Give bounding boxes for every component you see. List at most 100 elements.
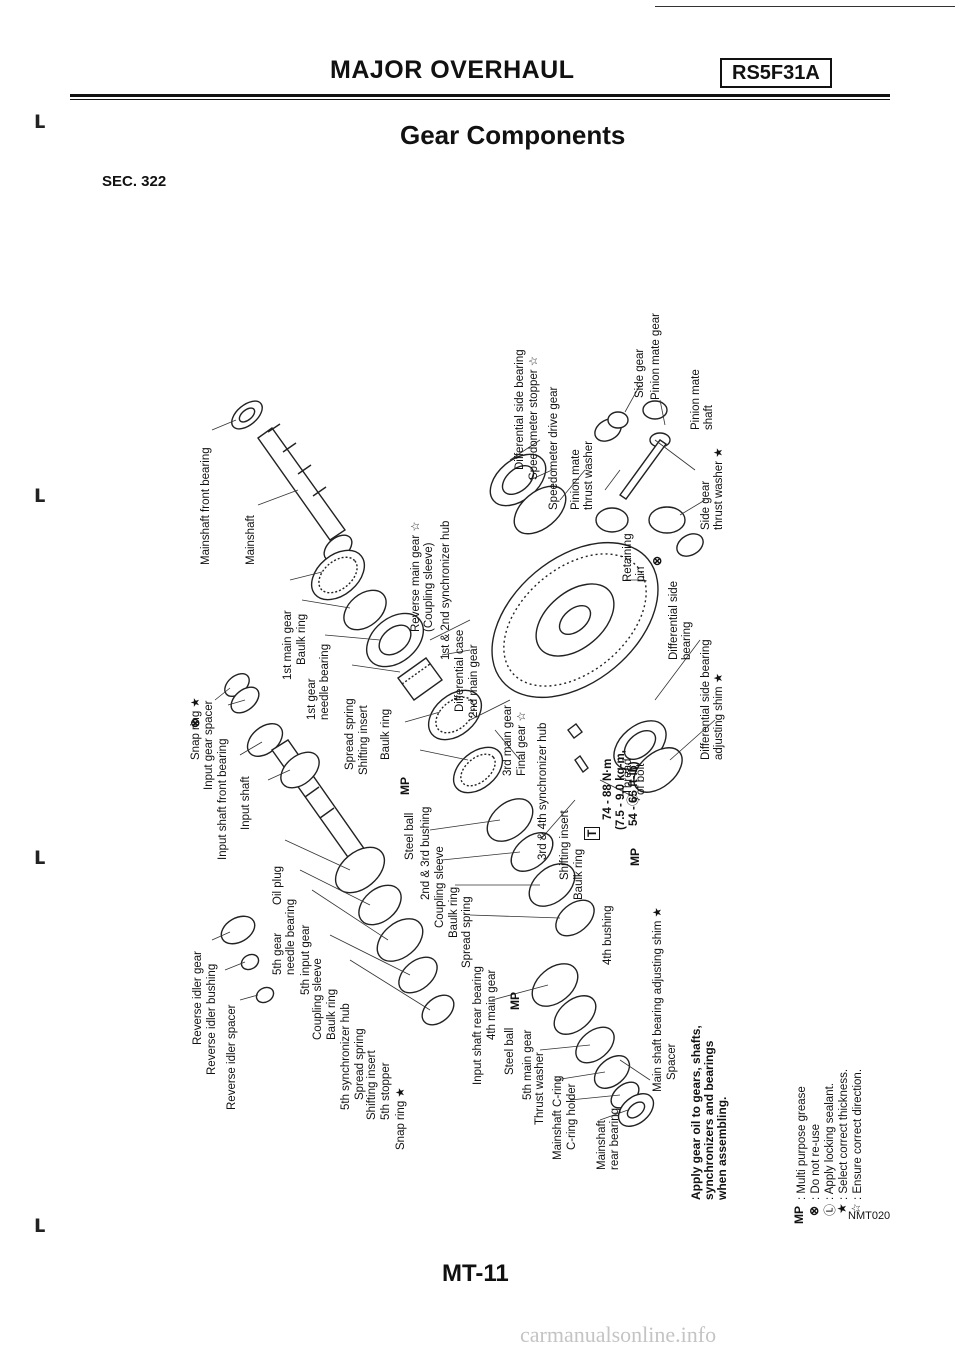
label-steel-ball: Steel ball (504, 1027, 516, 1075)
label-final-gear: Final gear ☆ (516, 711, 528, 776)
legend-item: : Multi purpose grease (796, 1086, 808, 1200)
label-baulk-ring: Baulk ring (573, 848, 585, 900)
label-pinion-mate-shaft: Pinion mate shaft (690, 369, 715, 430)
final-gear-part (491, 541, 659, 699)
label-2nd-main-gear: 2nd main gear (468, 644, 480, 718)
label-thread-of-bolt: Thread of bolt (622, 758, 647, 795)
select-thickness-icon: ★ (835, 1203, 849, 1214)
watermark: carmanualsonline.info (520, 1322, 717, 1347)
sync-hub-part (366, 612, 424, 668)
label-mainshaft-rear-bearing: Mainshaft rear bearing (596, 1107, 621, 1170)
label-pinion-mate-thrust-washer: Pinion mate thrust washer (570, 440, 595, 510)
header-rule-thin (70, 99, 890, 100)
do-not-reuse-icon: ⊗ (650, 555, 664, 566)
label-pinion-mate-gear: Pinion mate gear (650, 313, 662, 400)
label-speedometer-stopper: Speedometer stopper ☆ (528, 355, 540, 480)
second-main-gear-part (427, 689, 483, 741)
do-not-reuse-icon: ⊗ (807, 1205, 821, 1216)
label-input-gear-spacer: Input gear spacer (203, 700, 215, 790)
label-coupling-sleeve: Coupling sleeve (434, 846, 446, 928)
multi-purpose-grease-icon: MP (508, 992, 522, 1010)
label-1st-gear-needle-bearing: 1st gear needle bearing (306, 643, 331, 720)
multi-purpose-grease-icon: MP (398, 777, 412, 795)
binder-mark: ʟ (34, 1208, 46, 1238)
label-side-gear: Side gear (634, 348, 646, 398)
label-shifting-insert: Shifting insert (366, 1050, 378, 1120)
fourth-main-gear-part (531, 963, 640, 1109)
binder-mark: ʟ (34, 478, 46, 508)
mainshaft-part (257, 423, 353, 562)
label-differential-side-bearing-adjusting-shim: Differential side bearing adjusting shim… (700, 639, 725, 760)
multi-purpose-grease-icon: MP (792, 1206, 806, 1224)
label-coupling-sleeve: Coupling sleeve (312, 958, 324, 1040)
image-code: NMT020 (848, 1210, 891, 1222)
differential-side-bearing-bottom-part (613, 720, 683, 793)
label-reverse-idler-spacer: Reverse idler spacer (226, 1004, 238, 1110)
label-reverse-main-gear: Reverse main gear ☆ (Coupling sleeve) (410, 521, 435, 632)
label-snap-ring: Snap ring ★ (190, 697, 202, 760)
oil-plug-part (567, 723, 589, 774)
label-differential-side-bearing: Differential side bearing (668, 580, 693, 660)
label-speedometer-drive-gear: Speedometer drive gear (548, 386, 560, 510)
header-rule (70, 94, 890, 97)
label-1st-2nd-synchronizer-hub: 1st & 2nd synchronizer hub (440, 520, 452, 660)
side-gear-part (594, 418, 704, 557)
mainshaft-rear-bearing-part (617, 1093, 655, 1127)
label-3rd-4th-synchronizer-hub: 3rd & 4th synchronizer hub (537, 722, 549, 860)
third-fourth-sync-group-part (486, 798, 595, 937)
label-mainshaft: Mainshaft (245, 515, 257, 565)
reverse-idler-gear-part (220, 915, 275, 1004)
locking-sealant-icon: Ⓛ (626, 793, 640, 806)
mainshaft-front-bearing-part (231, 400, 263, 430)
label-main-shaft-bearing-adjusting-shim: Main shaft bearing adjusting shim ★ (652, 907, 664, 1092)
label-thrust-washer: Thrust washer (534, 1052, 546, 1125)
label-side-gear-thrust-washer: Side gear thrust washer ★ (700, 447, 725, 530)
label-baulk-ring: Baulk ring (448, 886, 460, 938)
header-title: MAJOR OVERHAUL (330, 56, 575, 84)
label-mainshaft-front-bearing: Mainshaft front bearing (200, 447, 212, 565)
label-shifting-insert: Shifting insert (358, 705, 370, 775)
label-input-shaft-rear-bearing: Input shaft rear bearing (472, 966, 484, 1085)
label-steel-ball: Steel ball (404, 812, 416, 860)
legend-item: : Do not re-use (810, 1123, 822, 1200)
legend-item: : Ensure correct direction. (852, 1068, 864, 1200)
assembly-note: Apply gear oil to gears, shafts, synchro… (689, 1025, 729, 1200)
fifth-gear-group-part (334, 846, 455, 1026)
label-retaining-pin: Retaining pin (622, 533, 647, 582)
do-not-reuse-icon: ⊗ (188, 717, 202, 728)
label-mainshaft-c-ring: Mainshaft C-ring (552, 1075, 564, 1160)
label-input-shaft: Input shaft (240, 776, 252, 830)
binder-mark: ʟ (34, 840, 46, 870)
page-number: MT-11 (442, 1260, 509, 1287)
first-main-gear-part (310, 549, 366, 601)
baulk-ring-part (343, 589, 387, 631)
needle-bearing-part (397, 657, 443, 701)
model-badge: RS5F31A (720, 58, 832, 88)
pinion-mate-part (607, 400, 671, 500)
label-2nd-3rd-bushing: 2nd & 3rd bushing (420, 806, 432, 900)
label-snap-ring: Snap ring ★ (395, 1087, 407, 1150)
label-differential-case: Differential case (454, 629, 466, 712)
label-input-shaft-front-bearing: Input shaft front bearing (217, 738, 229, 860)
label-reverse-idler-bushing: Reverse idler bushing (206, 963, 218, 1075)
label-baulk-ring: Baulk ring (380, 708, 392, 760)
label-spread-spring: Spread spring (344, 698, 356, 770)
label-5th-gear-needle-bearing: 5th gear needle bearing (272, 898, 297, 975)
label-5th-stopper: 5th stopper (380, 1062, 392, 1120)
top-rule (655, 6, 955, 7)
legend-item: : Select correct thickness. (838, 1068, 850, 1200)
label-differential-side-bearing: Differential side bearing (514, 349, 526, 470)
label-spacer: Spacer (666, 1043, 678, 1080)
torque-spec: 74 - 88 N·m (602, 758, 614, 820)
legend-item: : Apply locking sealant. (824, 1083, 836, 1200)
differential-side-bearing-top-part (489, 453, 567, 535)
multi-purpose-grease-icon: MP (628, 848, 642, 866)
label-4th-main-gear: 4th main gear (486, 969, 498, 1040)
sec-label: SEC. 322 (102, 173, 167, 190)
label-1st-main-gear: 1st main gear (282, 610, 294, 680)
label-5th-synchronizer-hub: 5th synchronizer hub (340, 1003, 352, 1110)
torque-icon: T (584, 826, 600, 840)
binder-mark: ʟ (34, 104, 46, 134)
label-spread-spring: Spread spring (461, 896, 473, 968)
